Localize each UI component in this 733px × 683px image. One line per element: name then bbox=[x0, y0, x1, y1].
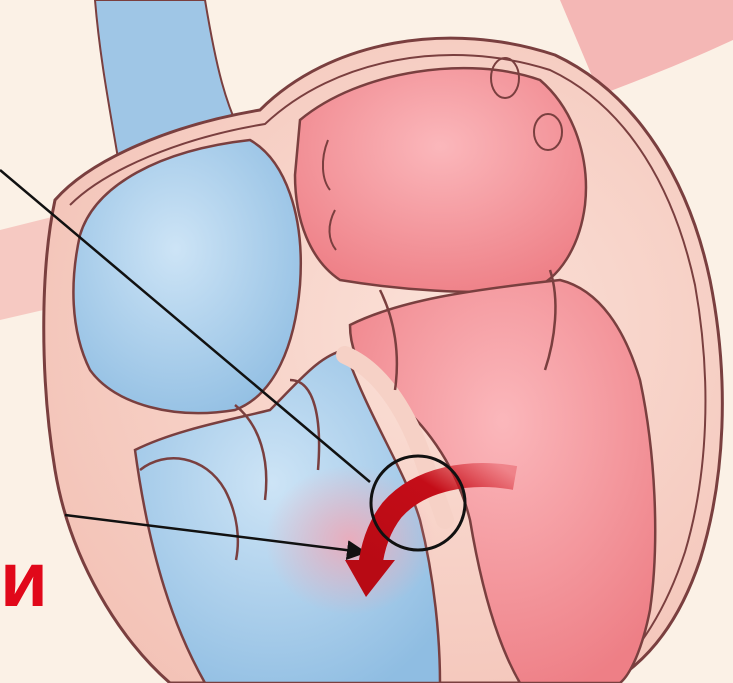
label-letter: и bbox=[0, 540, 48, 618]
left-atrium bbox=[295, 68, 586, 292]
